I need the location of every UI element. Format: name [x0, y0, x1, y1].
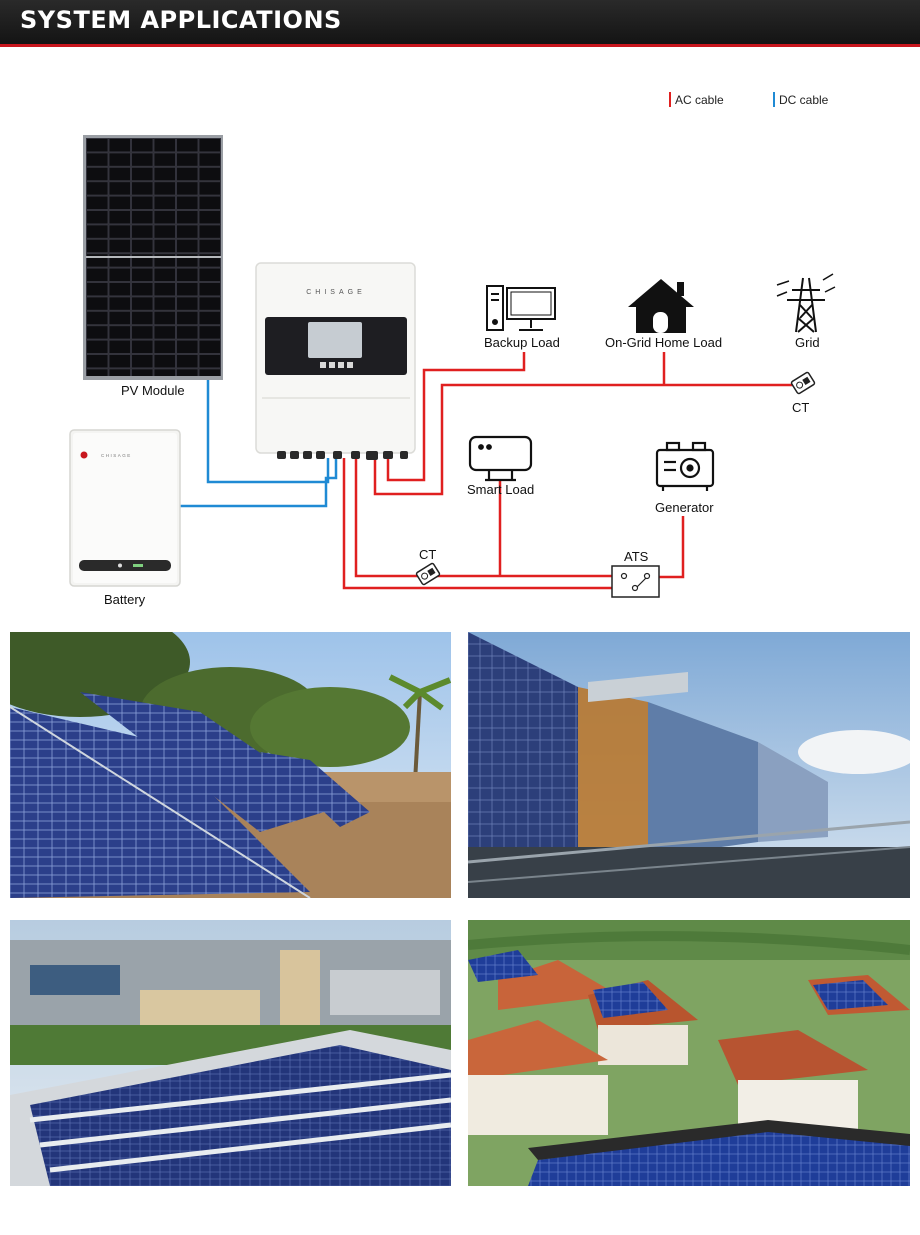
photo-industrial-rooftop-solar: [10, 920, 451, 1186]
ct-lower-label: CT: [419, 547, 437, 562]
inverter-brand: CHISAGE: [306, 289, 366, 296]
grid-label: Grid: [795, 335, 820, 350]
page-title: SYSTEM APPLICATIONS: [20, 6, 342, 34]
hybrid-inverter: [255, 262, 416, 460]
battery-brand: CHISAGE: [101, 453, 132, 458]
backup-load-label: Backup Load: [484, 335, 560, 350]
dc-cables: [180, 378, 338, 508]
dc-cable-swatch: [773, 92, 775, 107]
generator-icon: [655, 441, 715, 491]
ats-switch: [611, 565, 660, 598]
pv-module: [83, 135, 223, 380]
computer-icon: [486, 285, 556, 331]
photo-building-facade-solar: [468, 632, 910, 898]
smart-load-label: Smart Load: [467, 482, 535, 497]
water-heater-icon: [468, 435, 533, 482]
on-grid-home-load-label: On-Grid Home Load: [605, 335, 723, 350]
inverter-display: [308, 322, 362, 358]
ct-sensor-lower: [415, 562, 441, 586]
ats-label: ATS: [624, 549, 649, 564]
legend-dc: DC cable: [773, 92, 828, 107]
power-tower-icon: [776, 273, 836, 333]
ac-cable-label: AC cable: [675, 93, 724, 107]
dc-cable-label: DC cable: [779, 93, 829, 107]
generator-label: Generator: [655, 500, 714, 515]
photo-residential-rooftop-solar: [468, 920, 910, 1186]
ac-cable-swatch: [669, 92, 671, 107]
system-diagram: CHISAGE CHISAGE: [69, 135, 836, 598]
battery-label: Battery: [104, 592, 146, 607]
header-bar: SYSTEM APPLICATIONS: [0, 0, 920, 47]
legend-ac: AC cable: [669, 92, 724, 107]
battery-logo-icon: [80, 451, 88, 459]
battery-unit: [69, 429, 181, 587]
ct-grid-label: CT: [792, 400, 810, 415]
ac-cables: [342, 352, 800, 590]
house-icon: [628, 279, 694, 333]
ct-sensor-grid: [790, 371, 816, 395]
photo-ground-mounted-solar: [10, 632, 451, 898]
pv-module-label: PV Module: [121, 383, 185, 398]
